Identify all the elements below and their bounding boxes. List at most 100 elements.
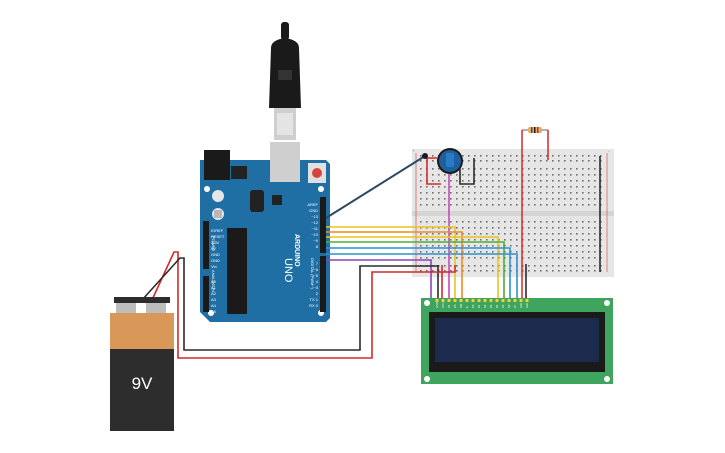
breadboard-hole[interactable] — [468, 251, 470, 253]
breadboard-hole[interactable] — [588, 270, 590, 272]
breadboard-hole[interactable] — [540, 192, 542, 194]
breadboard-hole[interactable] — [564, 160, 566, 162]
breadboard-hole[interactable] — [516, 155, 518, 157]
breadboard-hole[interactable] — [558, 192, 560, 194]
breadboard-hole[interactable] — [534, 168, 536, 170]
breadboard-hole[interactable] — [588, 180, 590, 182]
breadboard-hole[interactable] — [426, 204, 428, 206]
breadboard-hole[interactable] — [504, 227, 506, 229]
breadboard-hole[interactable] — [534, 198, 536, 200]
breadboard-hole[interactable] — [594, 233, 596, 235]
breadboard-hole[interactable] — [558, 174, 560, 176]
breadboard-hole[interactable] — [528, 257, 530, 259]
breadboard-hole[interactable] — [420, 257, 422, 259]
breadboard-hole[interactable] — [474, 155, 476, 157]
breadboard-hole[interactable] — [546, 186, 548, 188]
breadboard-hole[interactable] — [510, 204, 512, 206]
breadboard-hole[interactable] — [432, 192, 434, 194]
breadboard-hole[interactable] — [516, 221, 518, 223]
breadboard-hole[interactable] — [564, 168, 566, 170]
breadboard-hole[interactable] — [474, 270, 476, 272]
lcd-pin[interactable] — [513, 299, 517, 302]
breadboard-hole[interactable] — [546, 168, 548, 170]
breadboard-hole[interactable] — [546, 174, 548, 176]
breadboard-hole[interactable] — [600, 155, 602, 157]
breadboard-hole[interactable] — [486, 270, 488, 272]
breadboard-hole[interactable] — [432, 257, 434, 259]
breadboard-hole[interactable] — [570, 257, 572, 259]
breadboard-hole[interactable] — [576, 245, 578, 247]
breadboard-hole[interactable] — [468, 265, 470, 267]
breadboard-hole[interactable] — [438, 221, 440, 223]
breadboard-hole[interactable] — [540, 198, 542, 200]
breadboard-hole[interactable] — [516, 192, 518, 194]
breadboard-hole[interactable] — [504, 239, 506, 241]
breadboard-hole[interactable] — [468, 227, 470, 229]
breadboard-hole[interactable] — [468, 245, 470, 247]
breadboard-hole[interactable] — [504, 192, 506, 194]
breadboard-hole[interactable] — [450, 186, 452, 188]
breadboard-hole[interactable] — [540, 180, 542, 182]
breadboard-hole[interactable] — [498, 160, 500, 162]
breadboard-hole[interactable] — [474, 221, 476, 223]
breadboard-hole[interactable] — [564, 270, 566, 272]
breadboard-hole[interactable] — [534, 265, 536, 267]
breadboard-hole[interactable] — [516, 198, 518, 200]
breadboard-hole[interactable] — [576, 192, 578, 194]
breadboard-hole[interactable] — [522, 204, 524, 206]
breadboard-hole[interactable] — [540, 155, 542, 157]
breadboard-hole[interactable] — [582, 257, 584, 259]
breadboard-hole[interactable] — [486, 204, 488, 206]
breadboard-hole[interactable] — [528, 251, 530, 253]
breadboard-hole[interactable] — [588, 233, 590, 235]
breadboard-hole[interactable] — [582, 155, 584, 157]
breadboard-hole[interactable] — [486, 186, 488, 188]
breadboard-hole[interactable] — [516, 251, 518, 253]
breadboard-hole[interactable] — [528, 160, 530, 162]
breadboard-hole[interactable] — [444, 257, 446, 259]
breadboard-hole[interactable] — [456, 204, 458, 206]
breadboard-hole[interactable] — [480, 221, 482, 223]
breadboard-hole[interactable] — [450, 257, 452, 259]
breadboard-hole[interactable] — [492, 251, 494, 253]
breadboard-hole[interactable] — [570, 265, 572, 267]
breadboard-hole[interactable] — [432, 233, 434, 235]
breadboard-hole[interactable] — [498, 233, 500, 235]
breadboard-hole[interactable] — [558, 168, 560, 170]
breadboard-hole[interactable] — [426, 221, 428, 223]
breadboard-hole[interactable] — [498, 174, 500, 176]
breadboard-hole[interactable] — [432, 251, 434, 253]
breadboard-hole[interactable] — [582, 204, 584, 206]
breadboard-hole[interactable] — [534, 257, 536, 259]
breadboard-hole[interactable] — [420, 155, 422, 157]
breadboard-hole[interactable] — [462, 221, 464, 223]
breadboard-hole[interactable] — [564, 239, 566, 241]
breadboard-hole[interactable] — [588, 245, 590, 247]
breadboard-hole[interactable] — [522, 160, 524, 162]
breadboard-hole[interactable] — [552, 186, 554, 188]
breadboard-hole[interactable] — [528, 155, 530, 157]
breadboard-hole[interactable] — [546, 155, 548, 157]
breadboard-hole[interactable] — [450, 245, 452, 247]
breadboard-hole[interactable] — [522, 168, 524, 170]
breadboard-hole[interactable] — [480, 233, 482, 235]
breadboard-hole[interactable] — [570, 245, 572, 247]
breadboard-hole[interactable] — [498, 192, 500, 194]
breadboard-hole[interactable] — [522, 192, 524, 194]
breadboard-hole[interactable] — [582, 168, 584, 170]
breadboard-hole[interactable] — [576, 270, 578, 272]
breadboard-hole[interactable] — [504, 180, 506, 182]
lcd-pin[interactable] — [453, 299, 457, 302]
lcd-pin[interactable] — [447, 299, 451, 302]
breadboard-hole[interactable] — [528, 192, 530, 194]
breadboard-hole[interactable] — [570, 251, 572, 253]
breadboard-hole[interactable] — [456, 227, 458, 229]
breadboard-hole[interactable] — [570, 221, 572, 223]
breadboard-hole[interactable] — [552, 245, 554, 247]
breadboard-hole[interactable] — [456, 186, 458, 188]
breadboard-hole[interactable] — [528, 239, 530, 241]
breadboard-hole[interactable] — [498, 204, 500, 206]
breadboard-hole[interactable] — [588, 160, 590, 162]
breadboard-hole[interactable] — [576, 227, 578, 229]
breadboard-hole[interactable] — [480, 239, 482, 241]
